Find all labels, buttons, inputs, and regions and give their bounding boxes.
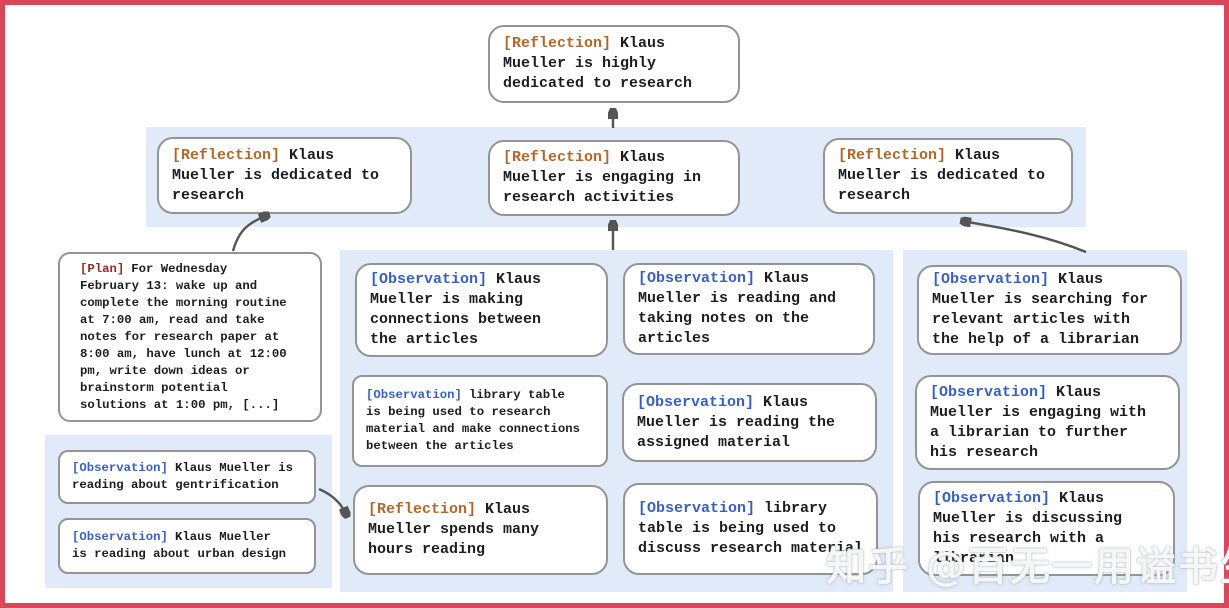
node-text: Klaus Mueller is dedicated to research xyxy=(172,146,380,204)
node-observation-searching-articles: [Observation]Klaus Mueller is searching … xyxy=(917,265,1182,355)
node-text: library table is being used to research … xyxy=(366,388,581,453)
node-text: Klaus Mueller is engaging in research ac… xyxy=(503,149,702,206)
node-text: Klaus Mueller is reading about urban des… xyxy=(72,530,287,561)
node-text: Klaus Mueller spends many hours reading xyxy=(368,501,540,558)
observation-tag: [Observation] xyxy=(932,271,1050,288)
observation-tag: [Observation] xyxy=(366,388,462,402)
observation-tag: [Observation] xyxy=(638,270,756,287)
node-reflection-hours-reading: [Reflection]Klaus Mueller spends many ho… xyxy=(353,485,608,575)
node-text: Klaus Mueller is reading the assigned ma… xyxy=(637,393,836,451)
observation-tag: [Observation] xyxy=(370,271,488,288)
observation-tag: [Observation] xyxy=(933,489,1051,507)
node-observation-assigned-material: [Observation]Klaus Mueller is reading th… xyxy=(622,383,877,462)
node-observation-urban-design: [Observation]Klaus Mueller is reading ab… xyxy=(58,518,316,574)
node-observation-taking-notes: [Observation]Klaus Mueller is reading an… xyxy=(623,263,875,355)
node-text: Klaus Mueller is reading and taking note… xyxy=(638,270,837,347)
reflection-tag: [Reflection] xyxy=(172,146,281,164)
node-observation-discussing-librarian: [Observation]Klaus Mueller is discussing… xyxy=(918,481,1175,576)
node-reflection-right: [Reflection]Klaus Mueller is dedicated t… xyxy=(823,138,1073,214)
reflection-tag: [Reflection] xyxy=(503,149,612,166)
node-observation-library-research: [Observation]library table is being used… xyxy=(352,375,608,467)
node-reflection-root: [Reflection]Klaus Mueller is highly dedi… xyxy=(488,25,740,103)
node-text: Klaus Mueller is discussing his research… xyxy=(933,489,1123,567)
reflection-tag: [Reflection] xyxy=(368,501,477,518)
node-text: Klaus Mueller is highly dedicated to res… xyxy=(503,35,693,92)
observation-tag: [Observation] xyxy=(638,500,756,517)
node-observation-gentrification: [Observation]Klaus Mueller is reading ab… xyxy=(58,450,316,504)
node-text: For Wednesday February 13: wake up and c… xyxy=(80,261,287,412)
node-text: Klaus Mueller is reading about gentrific… xyxy=(72,461,294,492)
node-plan: [Plan]For Wednesday February 13: wake up… xyxy=(58,252,322,422)
node-observation-engaging-librarian: [Observation]Klaus Mueller is engaging w… xyxy=(915,375,1180,470)
node-observation-connections: [Observation]Klaus Mueller is making con… xyxy=(355,263,608,357)
observation-tag: [Observation] xyxy=(72,461,168,475)
node-text: Klaus Mueller is searching for relevant … xyxy=(932,271,1149,348)
reflection-tag: [Reflection] xyxy=(503,35,612,52)
node-observation-library-discuss: [Observation]library table is being used… xyxy=(623,483,878,575)
node-text: Klaus Mueller is engaging with a librari… xyxy=(930,383,1147,461)
observation-tag: [Observation] xyxy=(637,393,755,411)
plan-tag: [Plan] xyxy=(80,261,125,276)
reflection-tag: [Reflection] xyxy=(838,147,947,164)
node-text: Klaus Mueller is making connections betw… xyxy=(370,271,542,348)
node-text: Klaus Mueller is dedicated to research xyxy=(838,147,1046,204)
observation-tag: [Observation] xyxy=(930,383,1048,401)
node-text: library table is being used to discuss r… xyxy=(638,500,864,557)
node-reflection-mid: [Reflection]Klaus Mueller is engaging in… xyxy=(488,140,740,216)
observation-tag: [Observation] xyxy=(72,530,168,544)
node-reflection-left: [Reflection]Klaus Mueller is dedicated t… xyxy=(157,137,412,214)
watermark: 知乎 @百无一用谥书生 xyxy=(826,544,1229,590)
